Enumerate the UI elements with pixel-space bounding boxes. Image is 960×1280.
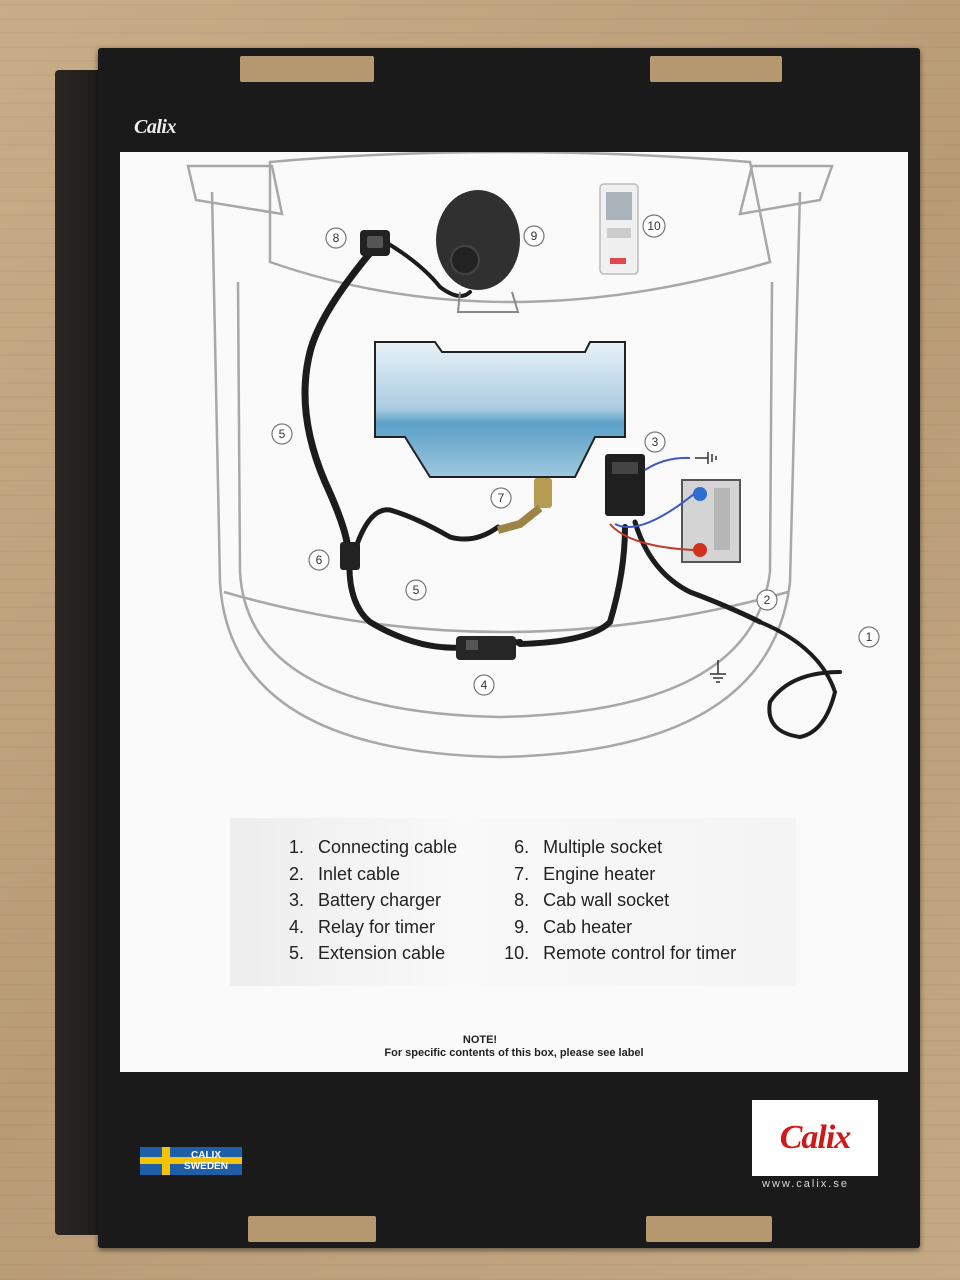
callout-markers: 1 2 3 4 5 5 6 7 8 9 10: [271, 214, 880, 696]
box-notch-bottom-right: [646, 1216, 772, 1242]
legend-item: 10.Remote control for timer: [504, 943, 737, 964]
callout-6: 6: [308, 549, 330, 571]
callout-9: 9: [523, 225, 545, 247]
ground-symbols: [695, 452, 726, 683]
callout-3: 3: [644, 431, 666, 453]
note-title: NOTE!: [462, 1034, 498, 1046]
note-text: For specific contents of this box, pleas…: [384, 1047, 644, 1059]
callout-2: 2: [756, 589, 778, 611]
callout-5a: 5: [271, 423, 293, 445]
box-notch-top-right: [650, 56, 782, 82]
legend-item: 3.Battery charger: [288, 890, 442, 911]
battery-charger: [605, 454, 645, 516]
engine-heater: [496, 478, 552, 534]
multiple-socket: [340, 542, 360, 570]
legend-item: 1.Connecting cable: [288, 837, 458, 857]
svg-text:4: 4: [481, 678, 488, 692]
legend-item: 5.Extension cable: [288, 943, 446, 964]
svg-text:8: 8: [333, 231, 340, 245]
cables: [301, 238, 842, 740]
cab-wall-socket: [360, 230, 390, 256]
legend-column-left: 1.Connecting cable 2.Inlet cable 3.Batte…: [282, 834, 457, 967]
legend-column-right: 6.Multiple socket 7.Engine heater 8.Cab …: [497, 834, 736, 967]
svg-text:7: 7: [498, 491, 505, 505]
svg-text:3: 3: [652, 435, 659, 449]
relay-for-timer: [456, 636, 516, 660]
legend-background: [230, 818, 796, 986]
cab-heater: [436, 190, 520, 313]
flag-text: CALIX SWEDEN: [184, 1150, 228, 1172]
vehicle-outline: [186, 152, 834, 759]
svg-text:9: 9: [531, 229, 538, 243]
legend-item: 2.Inlet cable: [288, 863, 401, 884]
svg-text:5: 5: [279, 427, 286, 441]
brand-logo-large: Calix: [779, 1119, 852, 1156]
svg-text:5: 5: [413, 583, 420, 597]
flag-cross-horizontal: [140, 1157, 242, 1164]
engine-block: [374, 341, 626, 478]
website-url: www.calix.se: [762, 1178, 849, 1190]
svg-text:2: 2: [764, 593, 771, 607]
battery-wires: [609, 456, 695, 551]
callout-8: 8: [325, 227, 347, 249]
installation-diagram: 1 2 3 4 5 5 6 7 8 9 10: [186, 152, 880, 759]
legend-item: 9.Cab heater: [514, 916, 633, 937]
svg-text:6: 6: [316, 553, 323, 567]
battery: [681, 479, 741, 563]
remote-control: [599, 183, 639, 275]
legend-item: 7.Engine heater: [514, 863, 656, 884]
brand-logo-small: Calix: [134, 116, 176, 138]
box-notch-bottom-left: [248, 1216, 376, 1242]
callout-4: 4: [473, 674, 495, 696]
callout-5b: 5: [405, 579, 427, 601]
parts-legend: 1.Connecting cable 2.Inlet cable 3.Batte…: [282, 834, 736, 967]
callout-10: 10: [642, 214, 666, 238]
swedish-flag-badge: CALIX SWEDEN: [140, 1147, 242, 1175]
box-notch-top-left: [240, 56, 374, 82]
callout-1: 1: [858, 626, 880, 648]
svg-text:10: 10: [647, 219, 661, 233]
legend-item: 4.Relay for timer: [288, 916, 436, 937]
svg-text:1: 1: [866, 630, 873, 644]
callout-7: 7: [490, 487, 512, 509]
brand-logo-box: Calix: [752, 1100, 878, 1176]
legend-item: 8.Cab wall socket: [514, 890, 670, 911]
legend-item: 6.Multiple socket: [514, 837, 663, 857]
